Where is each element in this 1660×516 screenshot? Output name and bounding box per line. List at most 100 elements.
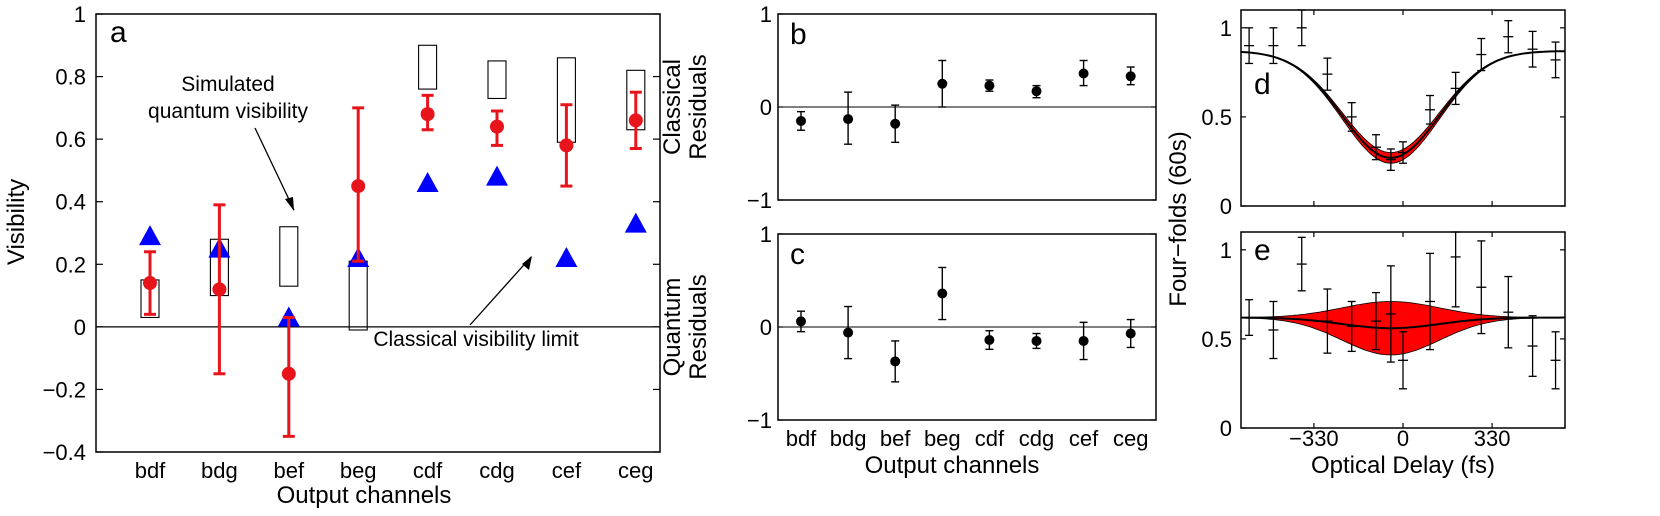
panel-c-xtick-label-beg: beg <box>924 426 961 451</box>
panel-e-letter: e <box>1254 234 1271 267</box>
annotation-arrow-classical <box>469 256 532 326</box>
panel-a-ytick-label-3: 0.2 <box>55 252 86 277</box>
simulated-box-beg <box>348 260 368 331</box>
panel-d-marks <box>1240 9 1566 172</box>
panel-b-point-bdf <box>796 115 806 126</box>
measured-point-cef <box>559 138 574 153</box>
panel-c-point-cef <box>1078 335 1089 346</box>
panel-a-xtick-label-cdf: cdf <box>413 458 443 483</box>
panel-b-ylabel-line1: Classical <box>659 59 686 155</box>
panel-d-letter: d <box>1254 68 1271 101</box>
simulated-box-bef <box>279 226 299 287</box>
panel-b-point-bef <box>890 118 901 129</box>
annotation-classical: Classical visibility limit <box>373 328 579 351</box>
panel-b-point-ceg <box>1125 71 1136 82</box>
panel-c-xtick-label-bdf: bdf <box>786 426 817 451</box>
panel-c-point-bef <box>890 356 901 367</box>
panel-a-xtick-label-cef: cef <box>552 458 582 483</box>
panel-c-xtick-label-ceg: ceg <box>1113 426 1148 451</box>
panel-b: −1 0 1 b Classical Residuals <box>659 2 1157 213</box>
panel-c-xtick-label-cdg: cdg <box>1019 426 1054 451</box>
panel-c-point-ceg <box>1125 328 1136 339</box>
panel-b-marks <box>778 59 1156 145</box>
panel-a-xlabel: Output channels <box>277 482 452 509</box>
panel-e-xlabel: Optical Delay (fs) <box>1311 452 1495 479</box>
panel-a-ytick-label-5: 0.6 <box>55 127 86 152</box>
panel-c-point-beg <box>937 288 948 299</box>
panel-e-ytick-label-2: 1 <box>1220 238 1232 263</box>
panel-c-xtick-label-cef: cef <box>1069 426 1099 451</box>
panel-b-point-cdf <box>984 80 995 91</box>
panel-c-ylabel-line1: Quantum <box>659 278 686 377</box>
panel-b-point-beg <box>937 78 948 89</box>
annotation-simulated-line1: Simulated <box>181 73 274 96</box>
panel-b-ytick-label-1: 0 <box>760 95 772 120</box>
classical-triangle-cdf <box>416 171 439 192</box>
panel-c-point-bdg <box>843 327 854 338</box>
panel-c-point-cdf <box>984 335 995 346</box>
panel-d-ytick-label-0: 0 <box>1220 194 1232 219</box>
panel-b-ytick-label-2: 1 <box>760 2 772 27</box>
panel-a-ytick-label-0: −0.4 <box>43 440 86 465</box>
panel-d: 00.51 d <box>1201 9 1566 219</box>
panels-de-ylabel: Four−folds (60s) <box>1165 131 1192 306</box>
measured-point-beg <box>351 179 366 194</box>
annotation-simulated-line2: quantum visibility <box>148 100 308 123</box>
classical-triangle-ceg <box>624 212 647 233</box>
panel-c-point-cdg <box>1031 335 1042 346</box>
classical-triangle-cef <box>555 247 578 268</box>
panel-a-ytick-label-6: 0.8 <box>55 65 86 90</box>
panel-e-xtick-label-1: 0 <box>1397 426 1409 451</box>
panel-c-ytick-label-2: 1 <box>760 222 772 247</box>
panel-e-ytick-label-0: 0 <box>1220 416 1232 441</box>
annotation-arrow-simulated <box>254 127 295 211</box>
panel-c-marks <box>778 266 1156 383</box>
panel-e-frame <box>1240 231 1566 429</box>
panel-b-ylabel-line2: Residuals <box>685 54 712 159</box>
classical-triangle-cdg <box>486 165 508 186</box>
panel-a-xtick-label-bdg: bdg <box>201 458 238 483</box>
panel-b-frame <box>777 13 1157 201</box>
panel-a-xtick-label-bef: bef <box>274 458 305 483</box>
panel-a-xtick-label-beg: beg <box>340 458 377 483</box>
measured-point-bef <box>281 366 296 381</box>
measured-point-bdg <box>212 282 227 297</box>
panel-c-point-bdf <box>796 316 806 327</box>
panel-c-frame <box>777 233 1157 421</box>
panel-d-frame <box>1240 9 1566 207</box>
annotation-arrowhead-classical <box>522 256 532 270</box>
measured-point-cdf <box>420 107 435 122</box>
panel-c-xlabel: Output channels <box>865 452 1040 479</box>
panel-c-xtick-label-bdg: bdg <box>830 426 867 451</box>
panel-a-xtick-label-cdg: cdg <box>479 458 514 483</box>
panel-a-ytick-label-4: 0.4 <box>55 190 86 215</box>
panel-d-axis: 00.51 <box>1201 10 1565 219</box>
panel-b-ytick-label-0: −1 <box>747 188 772 213</box>
panel-b-point-cef <box>1078 68 1089 79</box>
panel-d-ytick-label-1: 0.5 <box>1201 105 1232 130</box>
panel-a-marks <box>96 44 660 438</box>
panel-e-marks <box>1240 231 1566 390</box>
panel-c-ytick-label-0: −1 <box>747 408 772 433</box>
panel-c-xtick-label-bef: bef <box>880 426 911 451</box>
panel-e-xtick-label-0: −330 <box>1289 426 1339 451</box>
panel-c-ylabel-line2: Residuals <box>685 274 712 379</box>
panel-e-xtick-label-2: 330 <box>1474 426 1511 451</box>
panel-c-xtick-label-cdf: cdf <box>975 426 1005 451</box>
measured-point-bdf <box>143 276 157 291</box>
panel-a-letter: a <box>110 16 127 49</box>
panel-a-ytick-label-2: 0 <box>74 315 86 340</box>
panel-c-ytick-label-1: 0 <box>760 315 772 340</box>
simulated-box-cdf <box>418 44 438 90</box>
panel-a-xtick-label-ceg: ceg <box>618 458 653 483</box>
measured-point-cdg <box>490 119 504 134</box>
panel-b-letter: b <box>790 18 807 51</box>
measured-point-ceg <box>628 113 643 128</box>
panel-a-ytick-label-7: 1 <box>74 2 86 27</box>
